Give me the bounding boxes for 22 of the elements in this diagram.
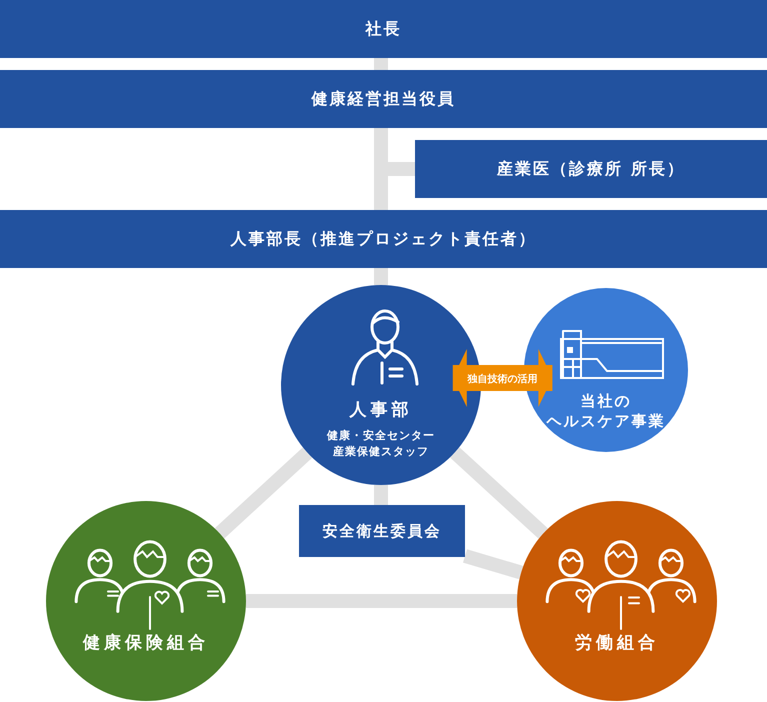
committee-box: 安全衛生委員会 <box>299 505 465 557</box>
circle-title: 健康保険組合 <box>83 632 209 654</box>
circle-title: 人事部 <box>350 399 412 421</box>
title-bar: 健康経営担当役員 <box>0 70 767 128</box>
connector-line <box>374 268 388 285</box>
circle-subtitle: ヘルスケア事業 <box>546 412 666 431</box>
circle-title: 当社の <box>580 392 632 411</box>
union-circle <box>517 501 717 701</box>
connector-line <box>374 485 388 505</box>
title-bar: 産業医（診療所 所長） <box>415 140 767 198</box>
connector-line <box>246 594 517 608</box>
connector-line <box>374 58 388 70</box>
connector-line <box>450 447 548 539</box>
connector-line <box>463 549 524 580</box>
connector-line <box>214 448 312 538</box>
edge-label: 独自技術の活用 <box>468 372 538 386</box>
circle-subtitle: 健康・安全センター産業保健スタッフ <box>326 428 436 460</box>
title-bar: 人事部長（推進プロジェクト責任者） <box>0 210 767 268</box>
union-circle <box>46 501 246 701</box>
title-bar: 社長 <box>0 0 767 58</box>
circle-title: 労働組合 <box>575 632 659 654</box>
double-arrow <box>452 349 552 407</box>
